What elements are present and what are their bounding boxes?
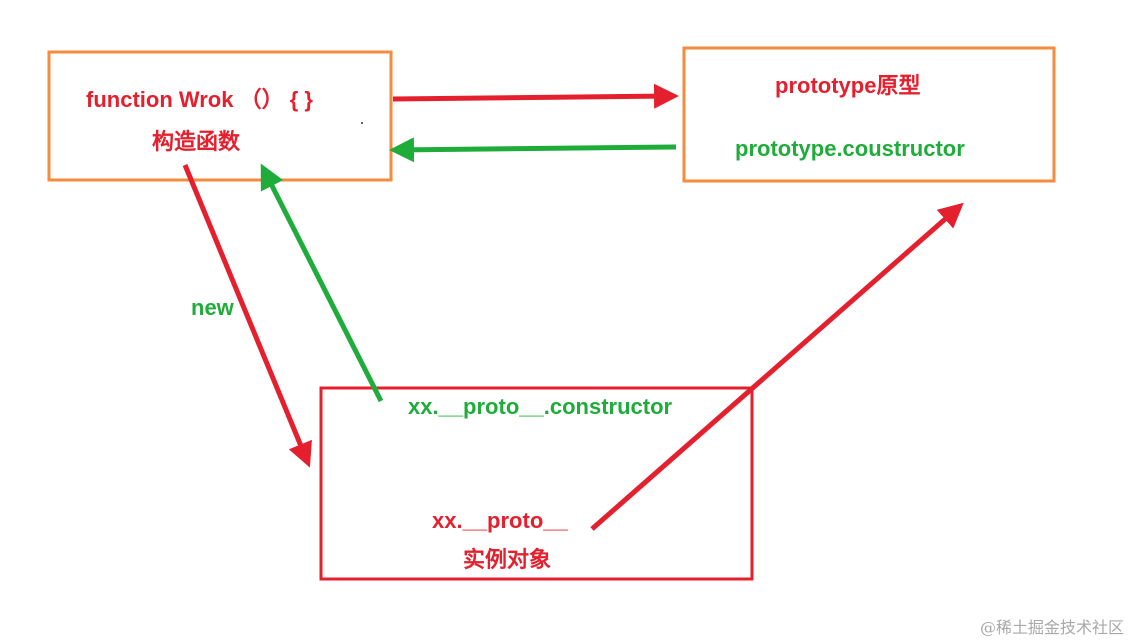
constructor-box <box>47 50 393 182</box>
instance-box <box>319 386 754 581</box>
instance-object-caption: 实例对象 <box>463 547 551 572</box>
constructor-caption: 构造函数 <box>152 129 241 154</box>
constructor-function-label: function Wrok （） { } <box>86 87 313 112</box>
prototype-constructor-back-arrow <box>389 137 677 163</box>
new-label: new <box>191 295 235 320</box>
instance-proto-constructor-label: xx.__proto__.constructor <box>408 394 673 419</box>
prototype-constructor-label: prototype.coustructor <box>735 136 965 161</box>
instance-constructor-arrow <box>260 163 384 403</box>
prototype-box <box>682 46 1056 183</box>
new-instance-arrow <box>182 164 312 468</box>
constructor-to-prototype-arrow <box>392 83 679 109</box>
proto-to-prototype-arrow <box>590 202 964 531</box>
watermark-text: @稀土掘金技术社区 <box>980 618 1124 637</box>
stray-dot <box>361 122 363 124</box>
prototype-label: prototype原型 <box>775 73 920 98</box>
instance-proto-label: xx.__proto__ <box>432 508 568 533</box>
